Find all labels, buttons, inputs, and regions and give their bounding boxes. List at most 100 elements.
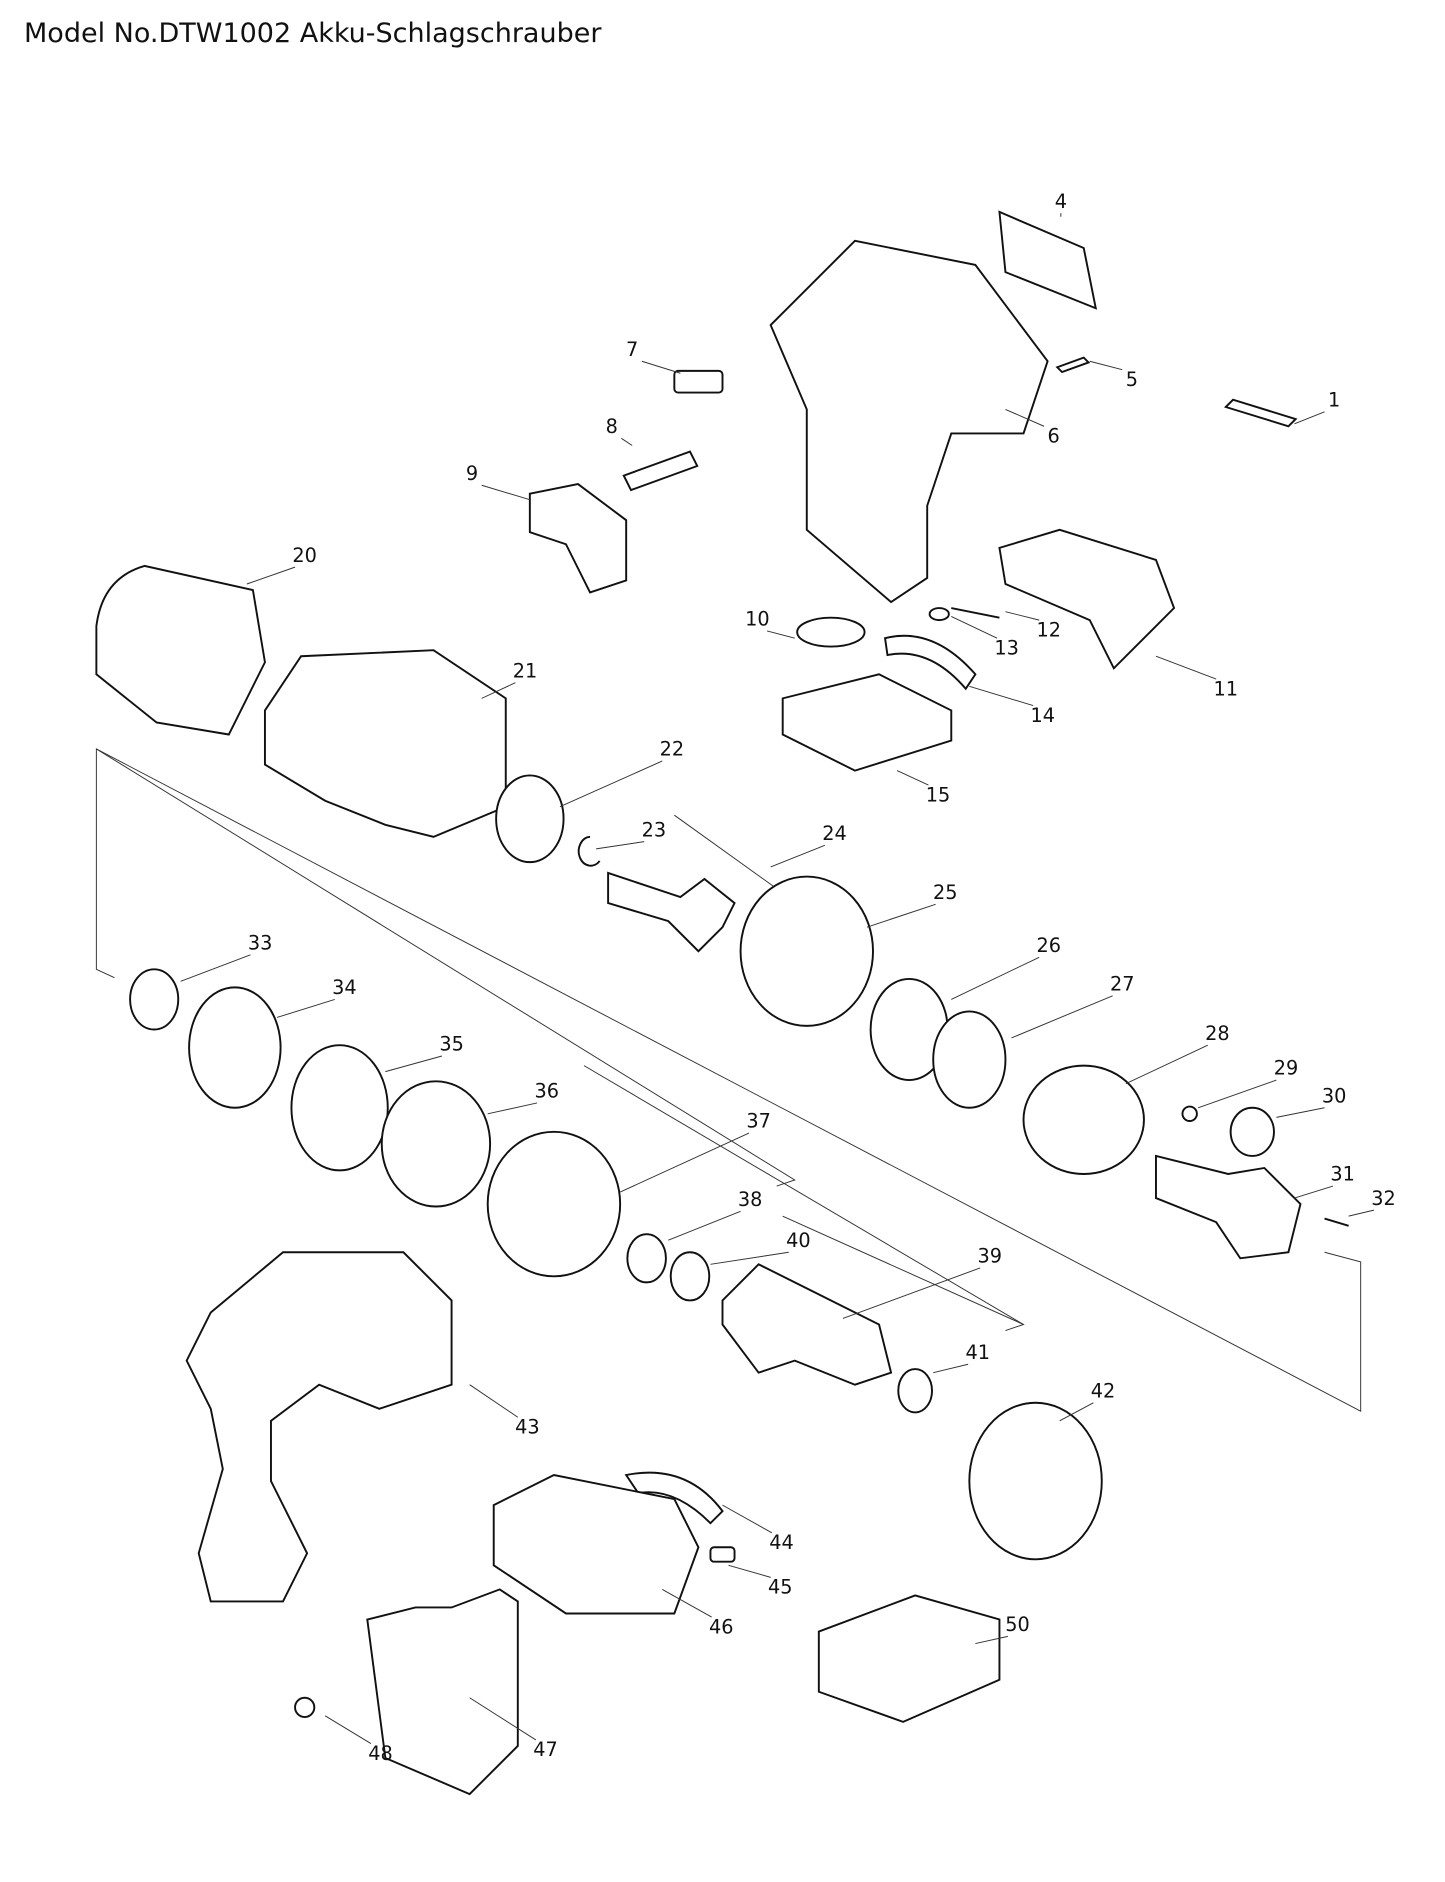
part-outline bbox=[669, 1251, 711, 1302]
part-outline bbox=[1324, 1217, 1349, 1227]
part-number-label: 46 bbox=[709, 1615, 733, 1638]
leader-line bbox=[933, 1363, 969, 1374]
part-number-label: 32 bbox=[1371, 1187, 1396, 1210]
leader-line bbox=[1348, 1209, 1375, 1217]
part-outline bbox=[528, 483, 628, 594]
part-number-label: 29 bbox=[1274, 1057, 1299, 1080]
assembly-bracket-lines bbox=[95, 748, 1362, 1412]
part-terminal bbox=[781, 673, 953, 772]
part-number-label: 48 bbox=[368, 1742, 393, 1765]
part-outline bbox=[968, 1401, 1103, 1561]
leader-line bbox=[276, 998, 335, 1018]
part-ring-spring bbox=[188, 986, 282, 1109]
part-number-label: 25 bbox=[933, 881, 957, 904]
part-o-ring bbox=[129, 968, 180, 1031]
part-outline bbox=[607, 871, 736, 953]
leader-line bbox=[951, 956, 1040, 1000]
part-lens bbox=[622, 450, 699, 492]
leader-line bbox=[969, 685, 1034, 707]
part-outline bbox=[290, 1044, 389, 1172]
part-number-label: 1 bbox=[1328, 388, 1340, 411]
part-outline bbox=[817, 1594, 1001, 1723]
part-outline bbox=[928, 607, 950, 622]
part-outline bbox=[626, 1233, 667, 1284]
part-number-label: 30 bbox=[1322, 1084, 1347, 1107]
part-outline bbox=[492, 1474, 700, 1615]
part-o-ring-2 bbox=[380, 1080, 492, 1208]
part-housing-set bbox=[769, 239, 1049, 604]
part-pin-2 bbox=[1324, 1217, 1349, 1227]
part-button bbox=[796, 616, 866, 648]
leader-line bbox=[324, 1715, 372, 1744]
part-ball-bearing bbox=[669, 1251, 711, 1302]
part-cover bbox=[998, 528, 1176, 670]
part-front-cover bbox=[95, 564, 266, 736]
part-led-circuit bbox=[673, 369, 724, 394]
part-number-label: 42 bbox=[1091, 1379, 1116, 1402]
part-outline bbox=[1181, 1105, 1198, 1122]
part-internal-gear bbox=[290, 1044, 389, 1172]
part-outline bbox=[380, 1080, 492, 1208]
part-number-label: 44 bbox=[769, 1531, 794, 1554]
leader-line bbox=[1125, 1044, 1208, 1085]
part-flat-washer-2 bbox=[932, 1010, 1007, 1109]
part-number-label: 7 bbox=[626, 338, 638, 361]
leader-line bbox=[1294, 1185, 1334, 1199]
part-outline bbox=[897, 1368, 933, 1414]
leader-line bbox=[469, 1384, 519, 1418]
part-outline bbox=[721, 1263, 893, 1386]
part-number-label: 40 bbox=[786, 1229, 811, 1252]
part-number-label: 23 bbox=[642, 818, 667, 841]
part-number-label: 10 bbox=[745, 608, 770, 631]
part-outline bbox=[577, 835, 601, 867]
part-number-label: 6 bbox=[1048, 425, 1060, 448]
leader-line bbox=[1011, 995, 1113, 1039]
part-outline bbox=[709, 1546, 736, 1563]
part-number-label: 26 bbox=[1037, 934, 1062, 957]
leader-line bbox=[662, 1588, 712, 1618]
part-number-label: 35 bbox=[439, 1033, 463, 1056]
leader-line bbox=[842, 1267, 981, 1319]
part-flat-washer bbox=[495, 774, 565, 864]
part-nameplate bbox=[998, 210, 1098, 310]
leader-line bbox=[1155, 655, 1217, 680]
part-outline bbox=[486, 1130, 622, 1278]
part-number-label: 9 bbox=[466, 462, 478, 485]
part-outline bbox=[1223, 398, 1298, 428]
part-number-label: 33 bbox=[248, 932, 273, 955]
part-hook-screw bbox=[294, 1696, 316, 1719]
part-number-label: 28 bbox=[1205, 1022, 1230, 1045]
leader-line bbox=[559, 760, 663, 808]
leader-line bbox=[728, 1564, 771, 1578]
part-outline bbox=[932, 1010, 1007, 1109]
part-outline bbox=[1229, 1106, 1275, 1157]
part-outline bbox=[294, 1696, 316, 1719]
part-rotor bbox=[721, 1263, 893, 1386]
part-compression-spring bbox=[1022, 1064, 1145, 1175]
leader-line bbox=[770, 844, 826, 868]
part-number-label: 8 bbox=[606, 415, 618, 438]
part-outline bbox=[883, 634, 977, 691]
part-number-label: 14 bbox=[1031, 704, 1056, 727]
part-outline bbox=[673, 369, 724, 394]
part-number-label: 38 bbox=[738, 1188, 763, 1211]
part-outline bbox=[129, 968, 180, 1031]
leader-line bbox=[487, 1102, 538, 1115]
part-number-label: 31 bbox=[1330, 1163, 1355, 1186]
leader-line bbox=[896, 770, 929, 786]
part-outline bbox=[781, 673, 953, 772]
leader-line bbox=[1276, 1107, 1325, 1118]
part-number-label: 47 bbox=[533, 1738, 557, 1761]
part-number-label: 11 bbox=[1214, 677, 1239, 700]
part-outline bbox=[796, 616, 866, 648]
part-spindle bbox=[1155, 1154, 1302, 1260]
part-spur-gear bbox=[1229, 1106, 1275, 1157]
leader-line bbox=[481, 484, 530, 501]
part-outline bbox=[1022, 1064, 1145, 1175]
part-outline bbox=[263, 649, 507, 838]
part-number-label: 37 bbox=[746, 1110, 771, 1133]
part-number-label: 5 bbox=[1126, 368, 1138, 391]
part-tapping-screw bbox=[1055, 356, 1091, 374]
part-spring bbox=[928, 607, 950, 622]
